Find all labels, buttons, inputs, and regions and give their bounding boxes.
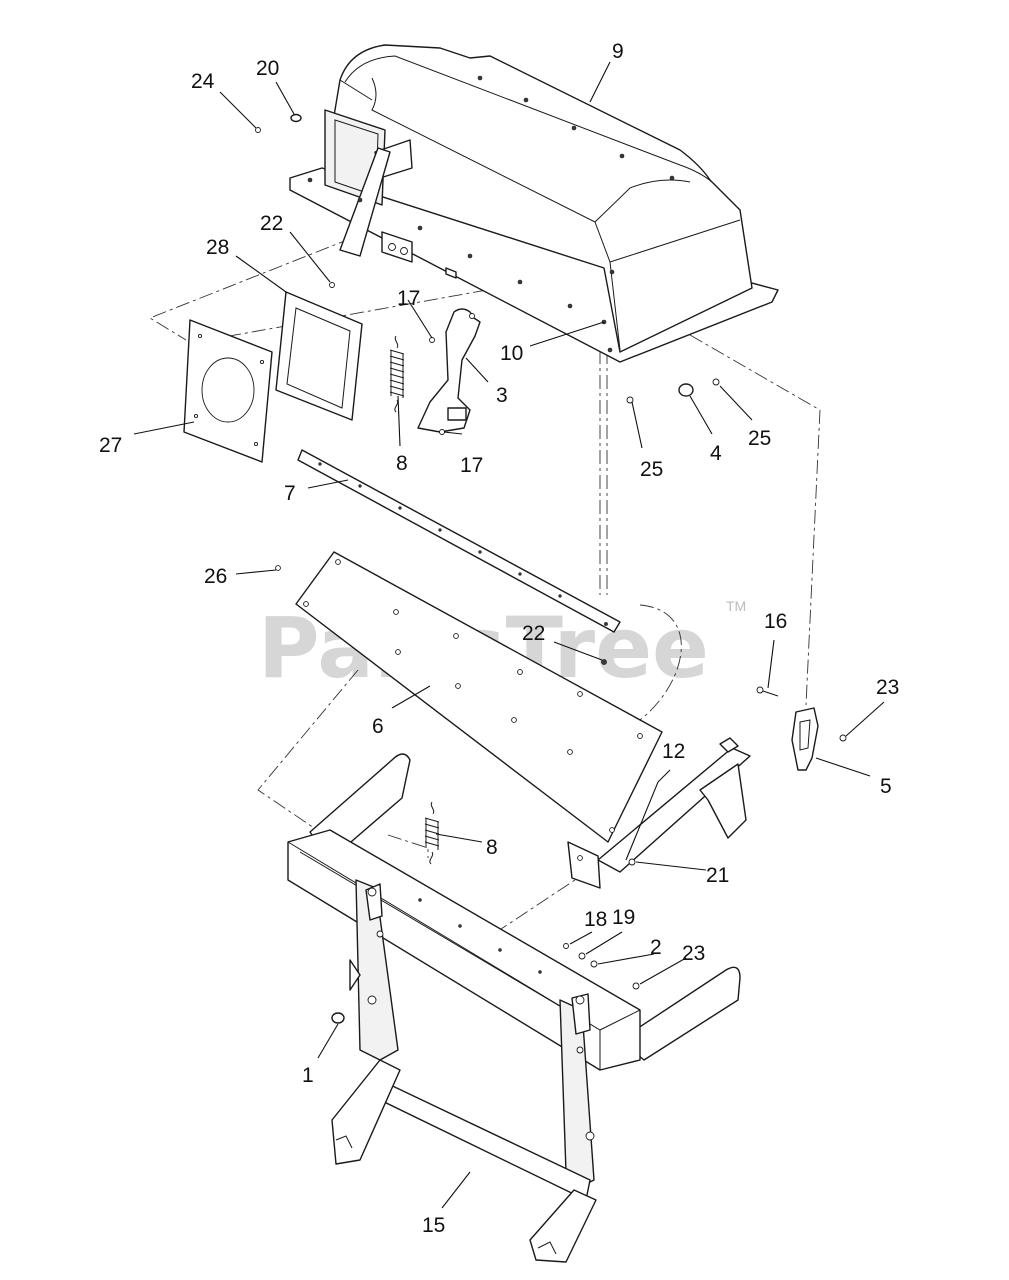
callout-27: 27 bbox=[99, 434, 122, 457]
callout-8-lower: 8 bbox=[486, 836, 498, 859]
watermark-trademark: TM bbox=[726, 598, 746, 614]
washer-20 bbox=[290, 113, 302, 123]
nut-25-right bbox=[712, 378, 720, 386]
callout-25-right: 25 bbox=[748, 427, 771, 450]
nut-22-lower bbox=[601, 659, 607, 665]
callout-2: 2 bbox=[650, 936, 662, 959]
callout-28: 28 bbox=[206, 236, 229, 259]
phantom-lines bbox=[148, 237, 821, 936]
frame-part-15 bbox=[287, 753, 741, 1263]
callout-26: 26 bbox=[204, 565, 227, 588]
callout-20: 20 bbox=[256, 57, 279, 80]
callout-16: 16 bbox=[764, 610, 787, 633]
leader-lines bbox=[133, 61, 885, 1209]
strip-part-7 bbox=[297, 449, 621, 633]
callout-24: 24 bbox=[191, 70, 215, 93]
gasket-part-28 bbox=[275, 291, 363, 421]
bushing-part-2 bbox=[590, 960, 598, 968]
callout-17-lower: 17 bbox=[460, 454, 483, 477]
hitch-hardware bbox=[563, 943, 640, 990]
plate-part-27 bbox=[183, 319, 273, 463]
screw-26 bbox=[275, 565, 281, 571]
hood-hardware bbox=[255, 113, 335, 288]
callout-21: 21 bbox=[706, 864, 729, 887]
arm-part-12 bbox=[567, 737, 751, 889]
callout-6: 6 bbox=[372, 715, 384, 738]
callout-3: 3 bbox=[496, 384, 508, 407]
callout-17-upper: 17 bbox=[397, 287, 420, 310]
callout-5: 5 bbox=[880, 775, 892, 798]
callout-labels: 9 24 20 22 28 17 10 3 27 8 17 25 4 25 7 … bbox=[99, 40, 899, 1237]
callout-12: 12 bbox=[662, 740, 685, 763]
callout-7: 7 bbox=[284, 482, 296, 505]
bolt-part-21 bbox=[628, 858, 636, 866]
callout-15: 15 bbox=[422, 1214, 445, 1237]
callout-1: 1 bbox=[302, 1064, 314, 1087]
washer-part-4 bbox=[678, 383, 694, 397]
bolt-24 bbox=[255, 127, 261, 133]
latch-part-5 bbox=[791, 707, 819, 771]
callout-23-right: 23 bbox=[876, 676, 899, 699]
nut-25-left bbox=[626, 396, 634, 404]
callout-25-left: 25 bbox=[640, 458, 663, 481]
callout-18: 18 bbox=[584, 908, 607, 931]
screw-17-lower bbox=[439, 429, 445, 435]
callout-23-lower: 23 bbox=[682, 942, 705, 965]
callout-22-upper: 22 bbox=[260, 212, 283, 235]
callout-19: 19 bbox=[612, 906, 635, 929]
nut-23-right bbox=[839, 734, 847, 742]
bracket-part-3 bbox=[417, 267, 481, 435]
spring-part-8-lower bbox=[424, 801, 440, 865]
callout-4: 4 bbox=[710, 442, 722, 465]
callout-10: 10 bbox=[500, 342, 523, 365]
callout-9: 9 bbox=[612, 40, 624, 63]
nut-23-lower bbox=[632, 982, 640, 990]
panel-part-6 bbox=[275, 551, 663, 843]
screw-17-upper bbox=[429, 337, 435, 343]
washer-nut-hardware bbox=[626, 378, 720, 404]
callout-8-upper: 8 bbox=[396, 452, 408, 475]
callout-22-lower: 22 bbox=[522, 622, 545, 645]
nut-22-upper bbox=[329, 282, 335, 288]
latch-assembly bbox=[756, 686, 847, 771]
cap-part-1 bbox=[331, 1012, 345, 1024]
bolt-part-18 bbox=[563, 943, 569, 949]
washer-part-19 bbox=[578, 952, 586, 960]
hood-cover-part-9 bbox=[289, 44, 779, 363]
spring-part-8-upper bbox=[389, 335, 405, 413]
